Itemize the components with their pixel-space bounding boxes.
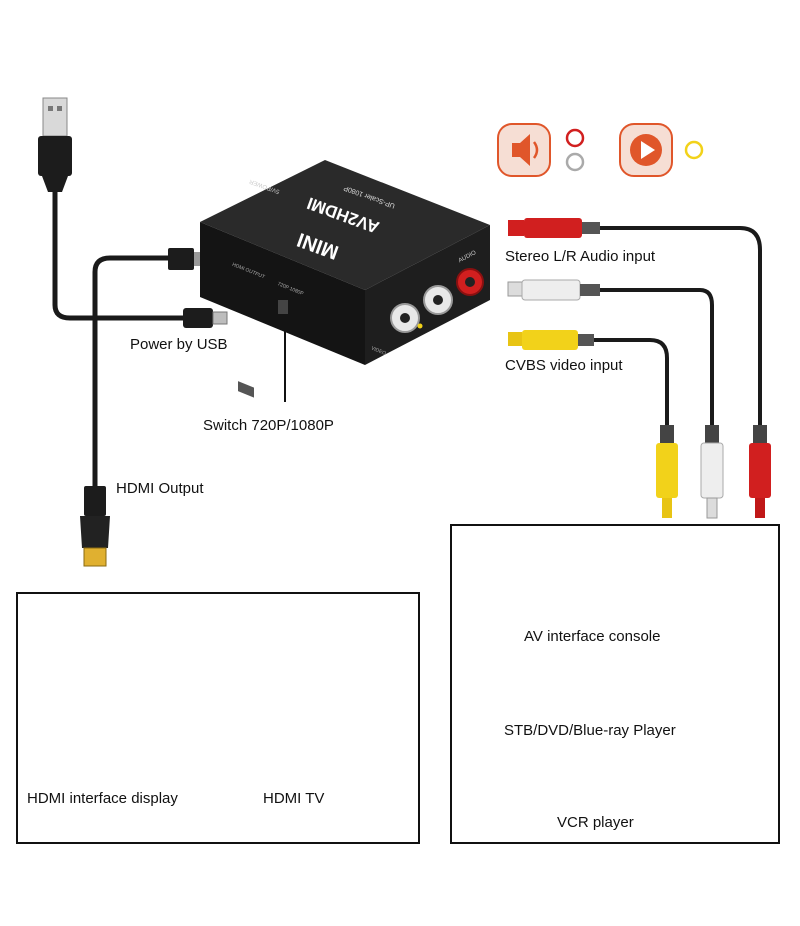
av-devices-panel — [450, 524, 780, 844]
vcr-player-caption: VCR player — [557, 814, 634, 831]
rca-cables — [580, 226, 762, 425]
speaker-icon — [497, 123, 551, 177]
yellow-rca-plug-vertical — [656, 425, 678, 518]
red-rca-plug-horizontal — [508, 218, 600, 238]
red-rca-plug-vertical — [749, 425, 771, 518]
cvbs-video-input-label: CVBS video input — [505, 357, 623, 374]
hdmi-devices-panel — [16, 592, 420, 844]
converter-box — [200, 160, 490, 398]
yellow-rca-plug-horizontal — [508, 330, 594, 350]
micro-usb-plug — [183, 308, 228, 328]
usb-power-cable — [52, 187, 188, 321]
stereo-audio-input-label: Stereo L/R Audio input — [505, 248, 656, 265]
hdmi-plug-output — [80, 486, 110, 567]
power-by-usb-label: Power by USB — [130, 336, 228, 353]
hdmi-output-label: HDMI Output — [116, 480, 204, 497]
usb-a-plug — [38, 97, 72, 192]
device-port-video: VIDEO — [370, 345, 387, 356]
white-rca-plug-horizontal — [507, 279, 600, 301]
hdmi-tv-caption: HDMI TV — [263, 790, 325, 807]
hdmi-display-caption: HDMI interface display — [27, 790, 178, 807]
video-rca-dot-icon — [684, 140, 704, 160]
dvd-player-caption: STB/DVD/Blue-ray Player — [504, 722, 676, 739]
av-console-caption: AV interface console — [524, 628, 661, 645]
switch-resolution-label: Switch 720P/1080P — [203, 417, 334, 434]
audio-rca-dots-icon — [565, 128, 585, 172]
white-rca-plug-vertical — [700, 425, 724, 519]
hdmi-cable — [92, 255, 173, 491]
play-icon — [619, 123, 673, 177]
